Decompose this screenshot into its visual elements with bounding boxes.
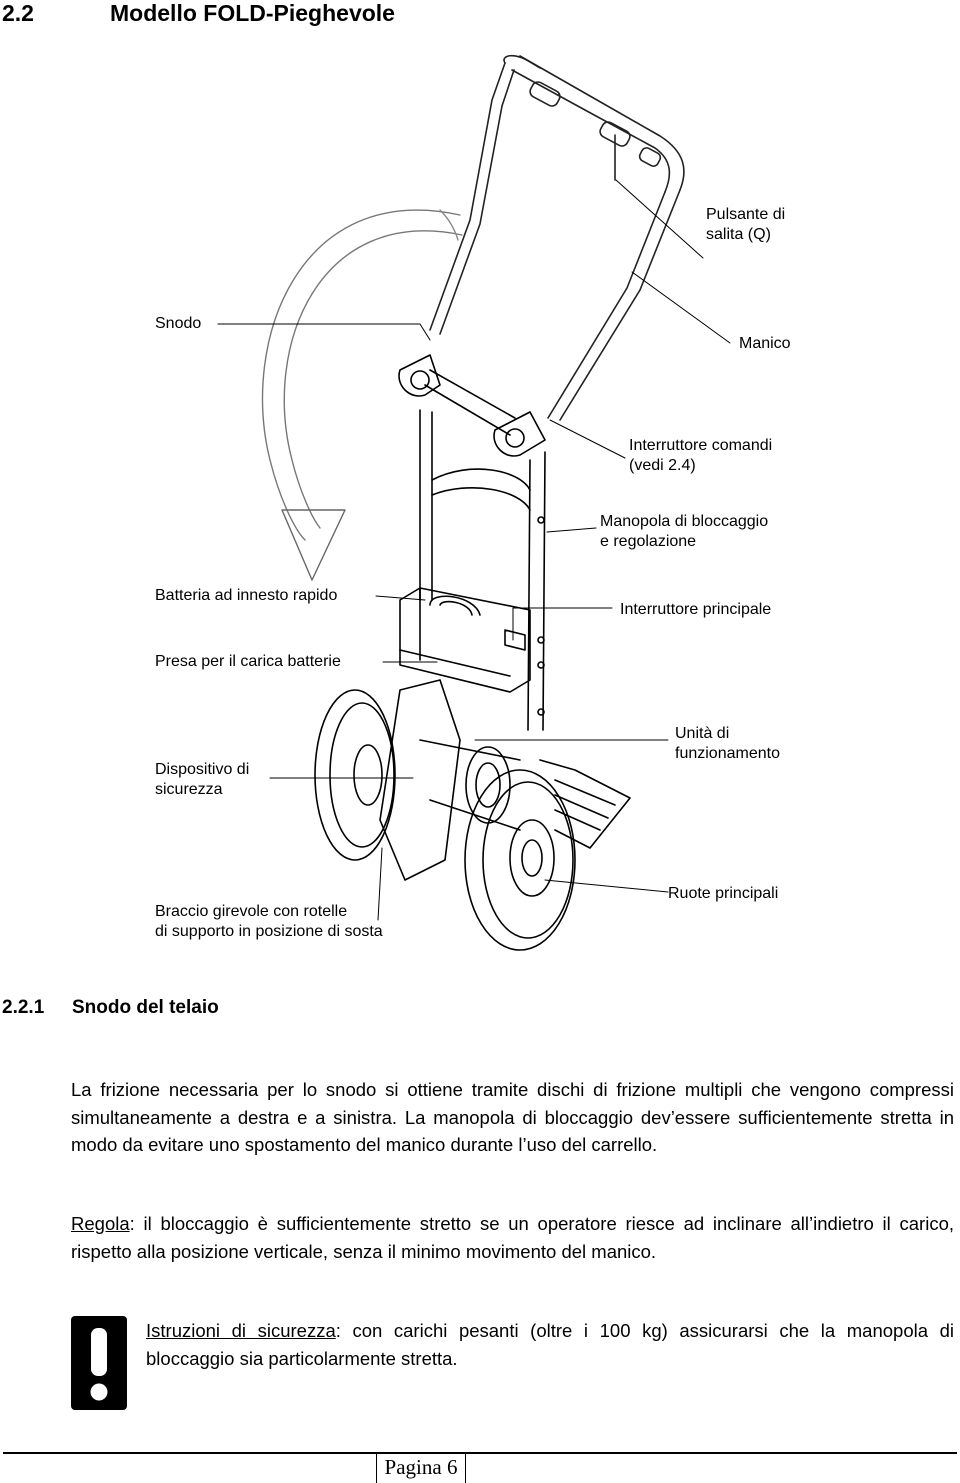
label-snodo: Snodo: [155, 315, 202, 332]
joint-assembly: [398, 354, 546, 457]
footplate: [539, 759, 631, 849]
label-interruttore-comandi: Interruttore comandi(vedi 2.4): [629, 437, 773, 474]
left-wheel: [314, 689, 396, 861]
paragraph-safety: Istruzioni di sicurezza: con carichi pes…: [146, 1317, 954, 1372]
paragraph-friction: La frizione necessaria per lo snodo si o…: [71, 1079, 954, 1155]
page-number: Pagina 6: [384, 1455, 458, 1479]
subsection-number: 2.2.1: [2, 997, 45, 1018]
safety-label: Istruzioni di sicurezza: [146, 1320, 336, 1341]
label-interruttore-principale: Interruttore principale: [620, 601, 772, 618]
folding-arrow: [261, 209, 463, 581]
drive-unit: [379, 679, 521, 881]
label-batteria: Batteria ad innesto rapido: [155, 587, 338, 604]
section-number: 2.2: [2, 0, 34, 26]
label-manico: Manico: [739, 335, 791, 352]
footer-divider: [3, 1452, 957, 1454]
paragraph-rule: Regola: il bloccaggio è sufficientemente…: [71, 1210, 954, 1265]
subsection-title: Snodo del telaio: [72, 997, 219, 1018]
label-ruote: Ruote principali: [668, 885, 779, 902]
leader-lines: [217, 179, 731, 921]
safety-text: : con carichi pesanti (oltre i 100 kg) a…: [146, 1320, 955, 1369]
stair-climber-illustration: [217, 54, 731, 951]
subsection-heading: 2.2.1 Snodo del telaio: [2, 997, 219, 1019]
main-frame: [419, 409, 546, 731]
footer-page-box: Pagina 6: [376, 1454, 466, 1483]
right-wheel: [464, 769, 576, 951]
label-presa: Presa per il carica batterie: [155, 653, 341, 670]
battery-pack: [399, 587, 531, 693]
rule-label: Regola: [71, 1213, 130, 1234]
rule-text: : il bloccaggio è sufficientemente stret…: [71, 1213, 954, 1262]
handle-frame: [429, 54, 685, 421]
section-title: Modello FOLD-Pieghevole: [110, 0, 395, 26]
exclamation-warning-icon: [71, 1316, 127, 1410]
section-heading: 2.2 Modello FOLD-Pieghevole: [2, 0, 395, 27]
